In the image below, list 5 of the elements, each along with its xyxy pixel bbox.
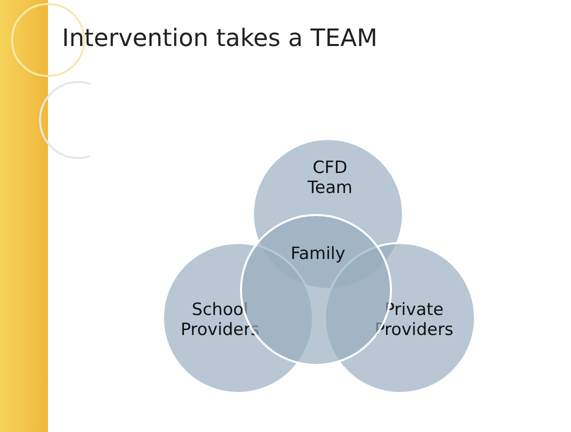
circle-label: School Providers	[180, 300, 260, 340]
slide-title: Intervention takes a TEAM	[62, 24, 378, 52]
circle-label: CFD Team	[306, 158, 354, 198]
circle-label: Family	[290, 244, 346, 264]
circle-label: Private Providers	[374, 300, 454, 340]
